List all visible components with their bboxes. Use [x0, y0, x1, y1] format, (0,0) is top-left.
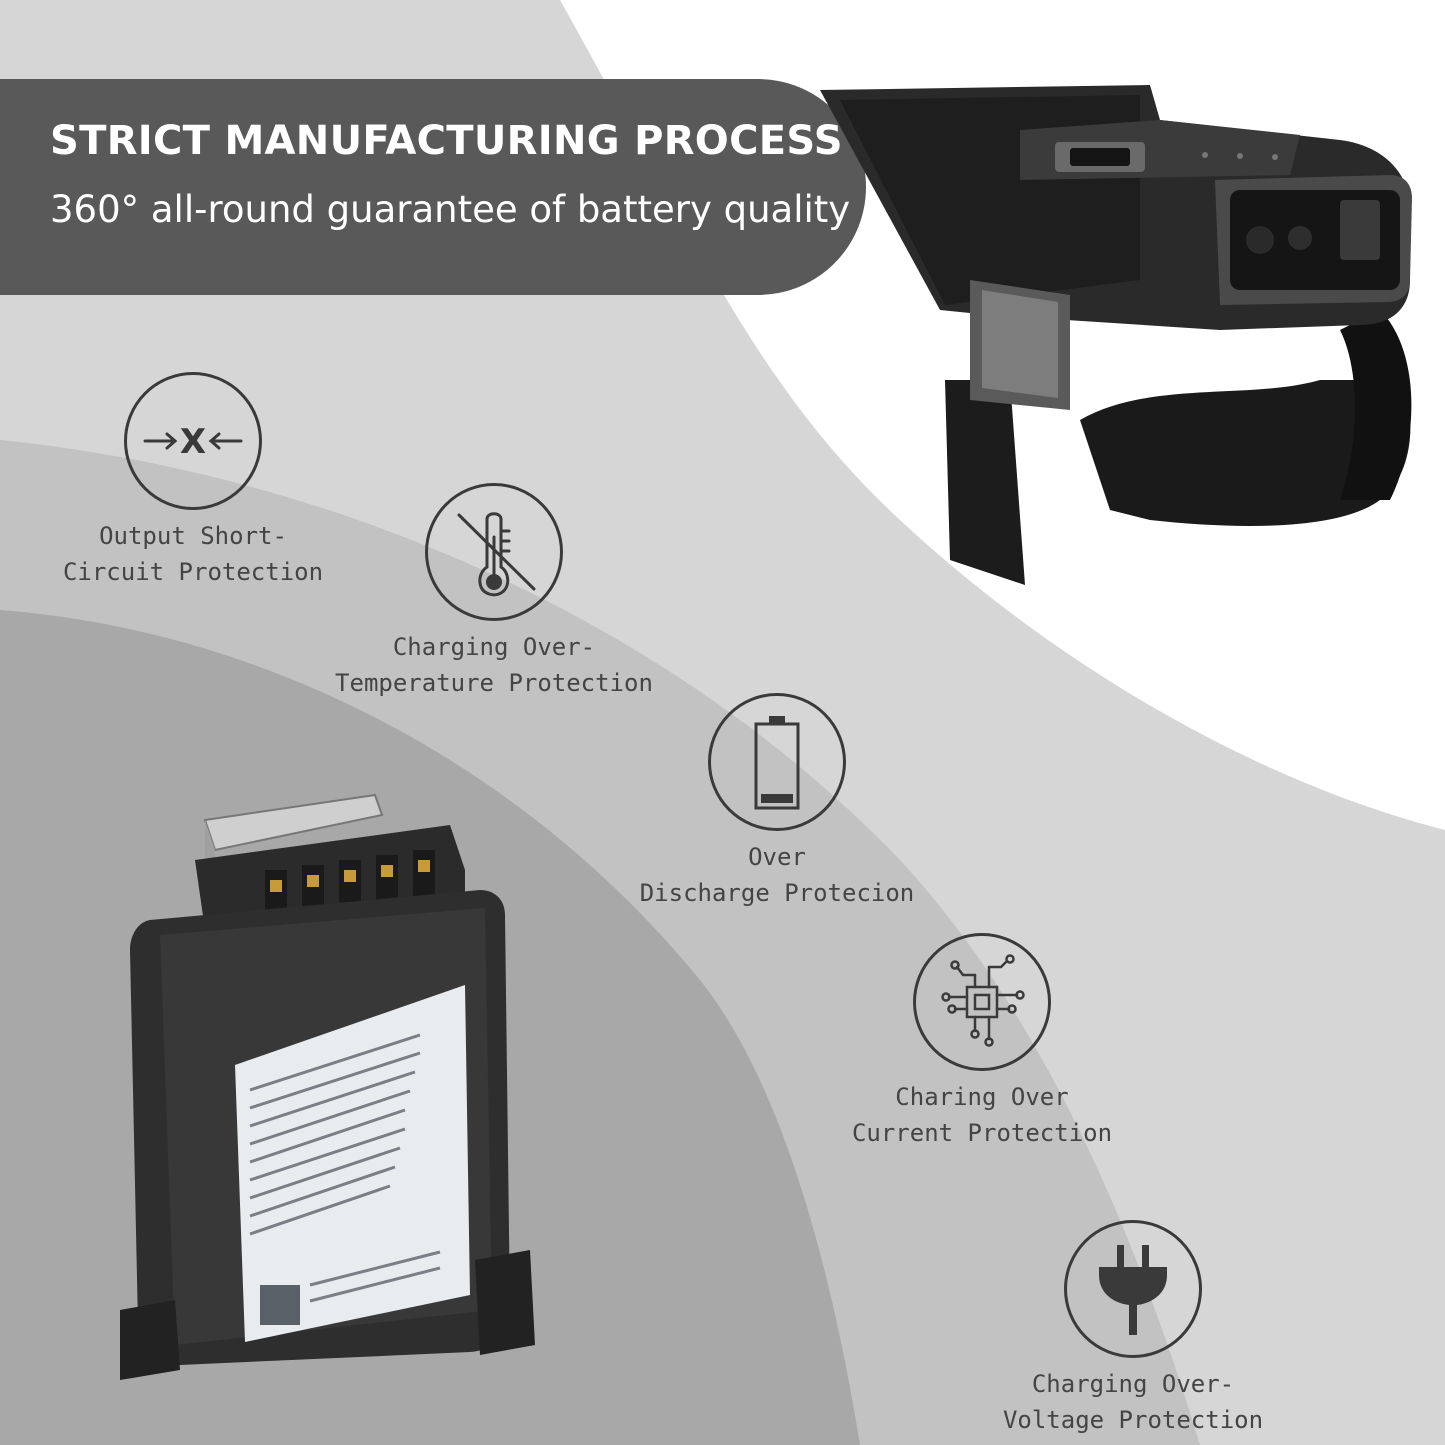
feature-label: Charging Over- Temperature Protection — [335, 633, 653, 697]
battery-image — [120, 793, 535, 1380]
feature-ring — [425, 483, 563, 621]
feature-over-discharge: Over Discharge Protecion — [597, 693, 957, 911]
plug-icon — [1099, 1245, 1167, 1335]
short-circuit-icon: X — [143, 422, 243, 462]
feature-over-voltage: Charging Over- Voltage Protection — [953, 1220, 1313, 1438]
feature-label: Over Discharge Protecion — [639, 843, 915, 907]
feature-ring — [913, 933, 1051, 1071]
headline-banner — [0, 79, 866, 295]
feature-label: Output Short- Circuit Protection — [62, 522, 324, 586]
feature-ring: X — [124, 372, 262, 510]
feature-label: Charing Over Current Protection — [851, 1083, 1113, 1147]
feature-ring — [1064, 1220, 1202, 1358]
banner-title: STRICT MANUFACTURING PROCESS — [50, 118, 843, 164]
feature-ring — [708, 693, 846, 831]
feature-over-temperature: Charging Over- Temperature Protection — [314, 483, 674, 701]
circuit-chip-icon — [941, 954, 1025, 1047]
battery-low-icon — [754, 716, 800, 810]
feature-short-circuit: X Output Short- Circuit Protection — [13, 372, 373, 590]
ring-scanner-image — [820, 85, 1412, 585]
feature-label: Charging Over- Voltage Protection — [1002, 1370, 1264, 1434]
thermometer-off-icon — [457, 512, 536, 597]
banner-subtitle: 360° all-round guarantee of battery qual… — [50, 188, 851, 231]
feature-over-current: Charing Over Current Protection — [802, 933, 1162, 1151]
svg-text:X: X — [180, 422, 206, 462]
